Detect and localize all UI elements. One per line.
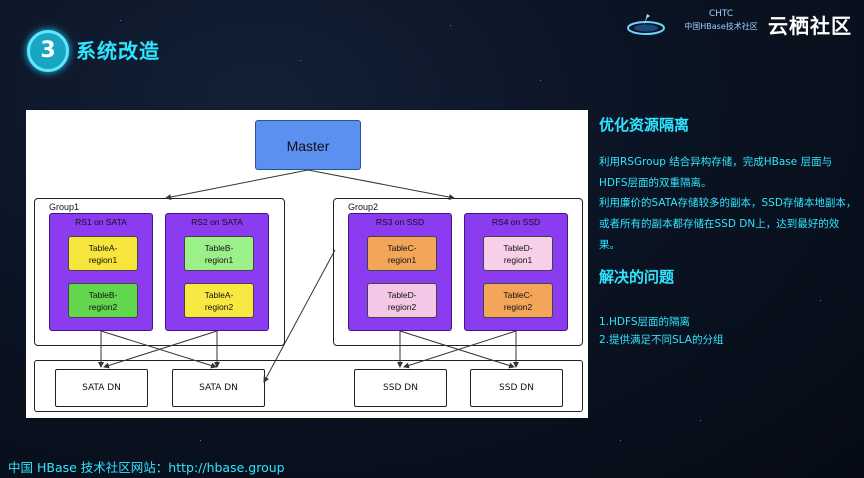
paragraph-storage: 利用廉价的SATA存储较多的副本，SSD存储本地副本，或者所有的副本都存储在SS…	[599, 197, 857, 251]
regionserver-rs1: RS1 on SATA TableA- region1 TableB- regi…	[49, 213, 153, 331]
section-heading-optimize: 优化资源隔离	[599, 116, 690, 134]
region-table-name: TableB-	[88, 289, 118, 300]
datanode-ssd-1: SSD DN	[354, 369, 447, 407]
datanode-sata-2: SATA DN	[172, 369, 265, 407]
star	[700, 420, 701, 421]
region-tablec-region1: TableC- region1	[367, 236, 437, 271]
paragraph-isolation: 利用RSGroup 结合异构存储，完成HBase 层面与HDFS层面的双重隔离。	[599, 156, 833, 189]
datanode-ssd-2: SSD DN	[470, 369, 563, 407]
region-id: region1	[204, 254, 234, 265]
regionserver-rs4: RS4 on SSD TableD- region1 TableC- regio…	[464, 213, 568, 331]
region-table-name: TableC-	[387, 242, 417, 253]
region-id: region1	[503, 254, 533, 265]
rs4-label: RS4 on SSD	[491, 217, 541, 227]
footer-website: 中国 HBase 技术社区网站：http://hbase.group	[8, 460, 285, 475]
region-id: region1	[88, 254, 118, 265]
region-table-name: TableD-	[387, 289, 417, 300]
star	[200, 440, 201, 441]
rs1-label: RS1 on SATA	[75, 217, 127, 227]
region-tabled-region2: TableD- region2	[367, 283, 437, 318]
region-id: region1	[387, 254, 417, 265]
rs3-label: RS3 on SSD	[375, 217, 425, 227]
regionserver-rs2: RS2 on SATA TableB- region1 TableA- regi…	[165, 213, 269, 331]
region-tabled-region1: TableD- region1	[483, 236, 553, 271]
chtc-logo-icon	[627, 14, 665, 35]
star	[820, 300, 821, 301]
region-table-name: TableA-	[88, 242, 118, 253]
region-id: region2	[503, 301, 533, 312]
rs2-label: RS2 on SATA	[191, 217, 243, 227]
datanode-sata-1: SATA DN	[55, 369, 148, 407]
region-tablea-region1: TableA- region1	[68, 236, 138, 271]
region-id: region2	[88, 301, 118, 312]
region-tableb-region2: TableB- region2	[68, 283, 138, 318]
region-id: region2	[387, 301, 417, 312]
region-id: region2	[204, 301, 234, 312]
star	[540, 80, 541, 81]
region-tableb-region1: TableB- region1	[184, 236, 254, 271]
master-node: Master	[255, 120, 361, 170]
star	[120, 20, 121, 21]
slide-title: 系统改造	[76, 39, 160, 63]
region-tablea-region2: TableA- region2	[184, 283, 254, 318]
list-item-hdfs-isolation: 1.HDFS层面的隔离	[599, 316, 691, 328]
region-table-name: TableA-	[204, 289, 234, 300]
region-table-name: TableB-	[204, 242, 234, 253]
chtc-logo-text: CHTC	[708, 9, 734, 19]
step-number-badge: 3	[27, 30, 69, 72]
architecture-diagram: Master Group1 RS1 on SATA TableA- region…	[26, 110, 588, 418]
star	[620, 440, 621, 441]
regionserver-rs3: RS3 on SSD TableC- region1 TableD- regio…	[348, 213, 452, 331]
star	[450, 25, 451, 26]
section-heading-problems: 解决的问题	[599, 268, 675, 286]
group1-label: Group1	[49, 202, 80, 212]
brand-logo-text: 云栖社区	[768, 14, 852, 38]
group2-label: Group2	[348, 202, 379, 212]
star	[300, 60, 301, 61]
region-tablec-region2: TableC- region2	[483, 283, 553, 318]
chtc-logo-subtitle: 中国HBase技术社区	[684, 22, 758, 31]
region-table-name: TableC-	[503, 289, 533, 300]
region-table-name: TableD-	[503, 242, 533, 253]
list-item-sla-groups: 2.提供满足不同SLA的分组	[599, 334, 724, 346]
